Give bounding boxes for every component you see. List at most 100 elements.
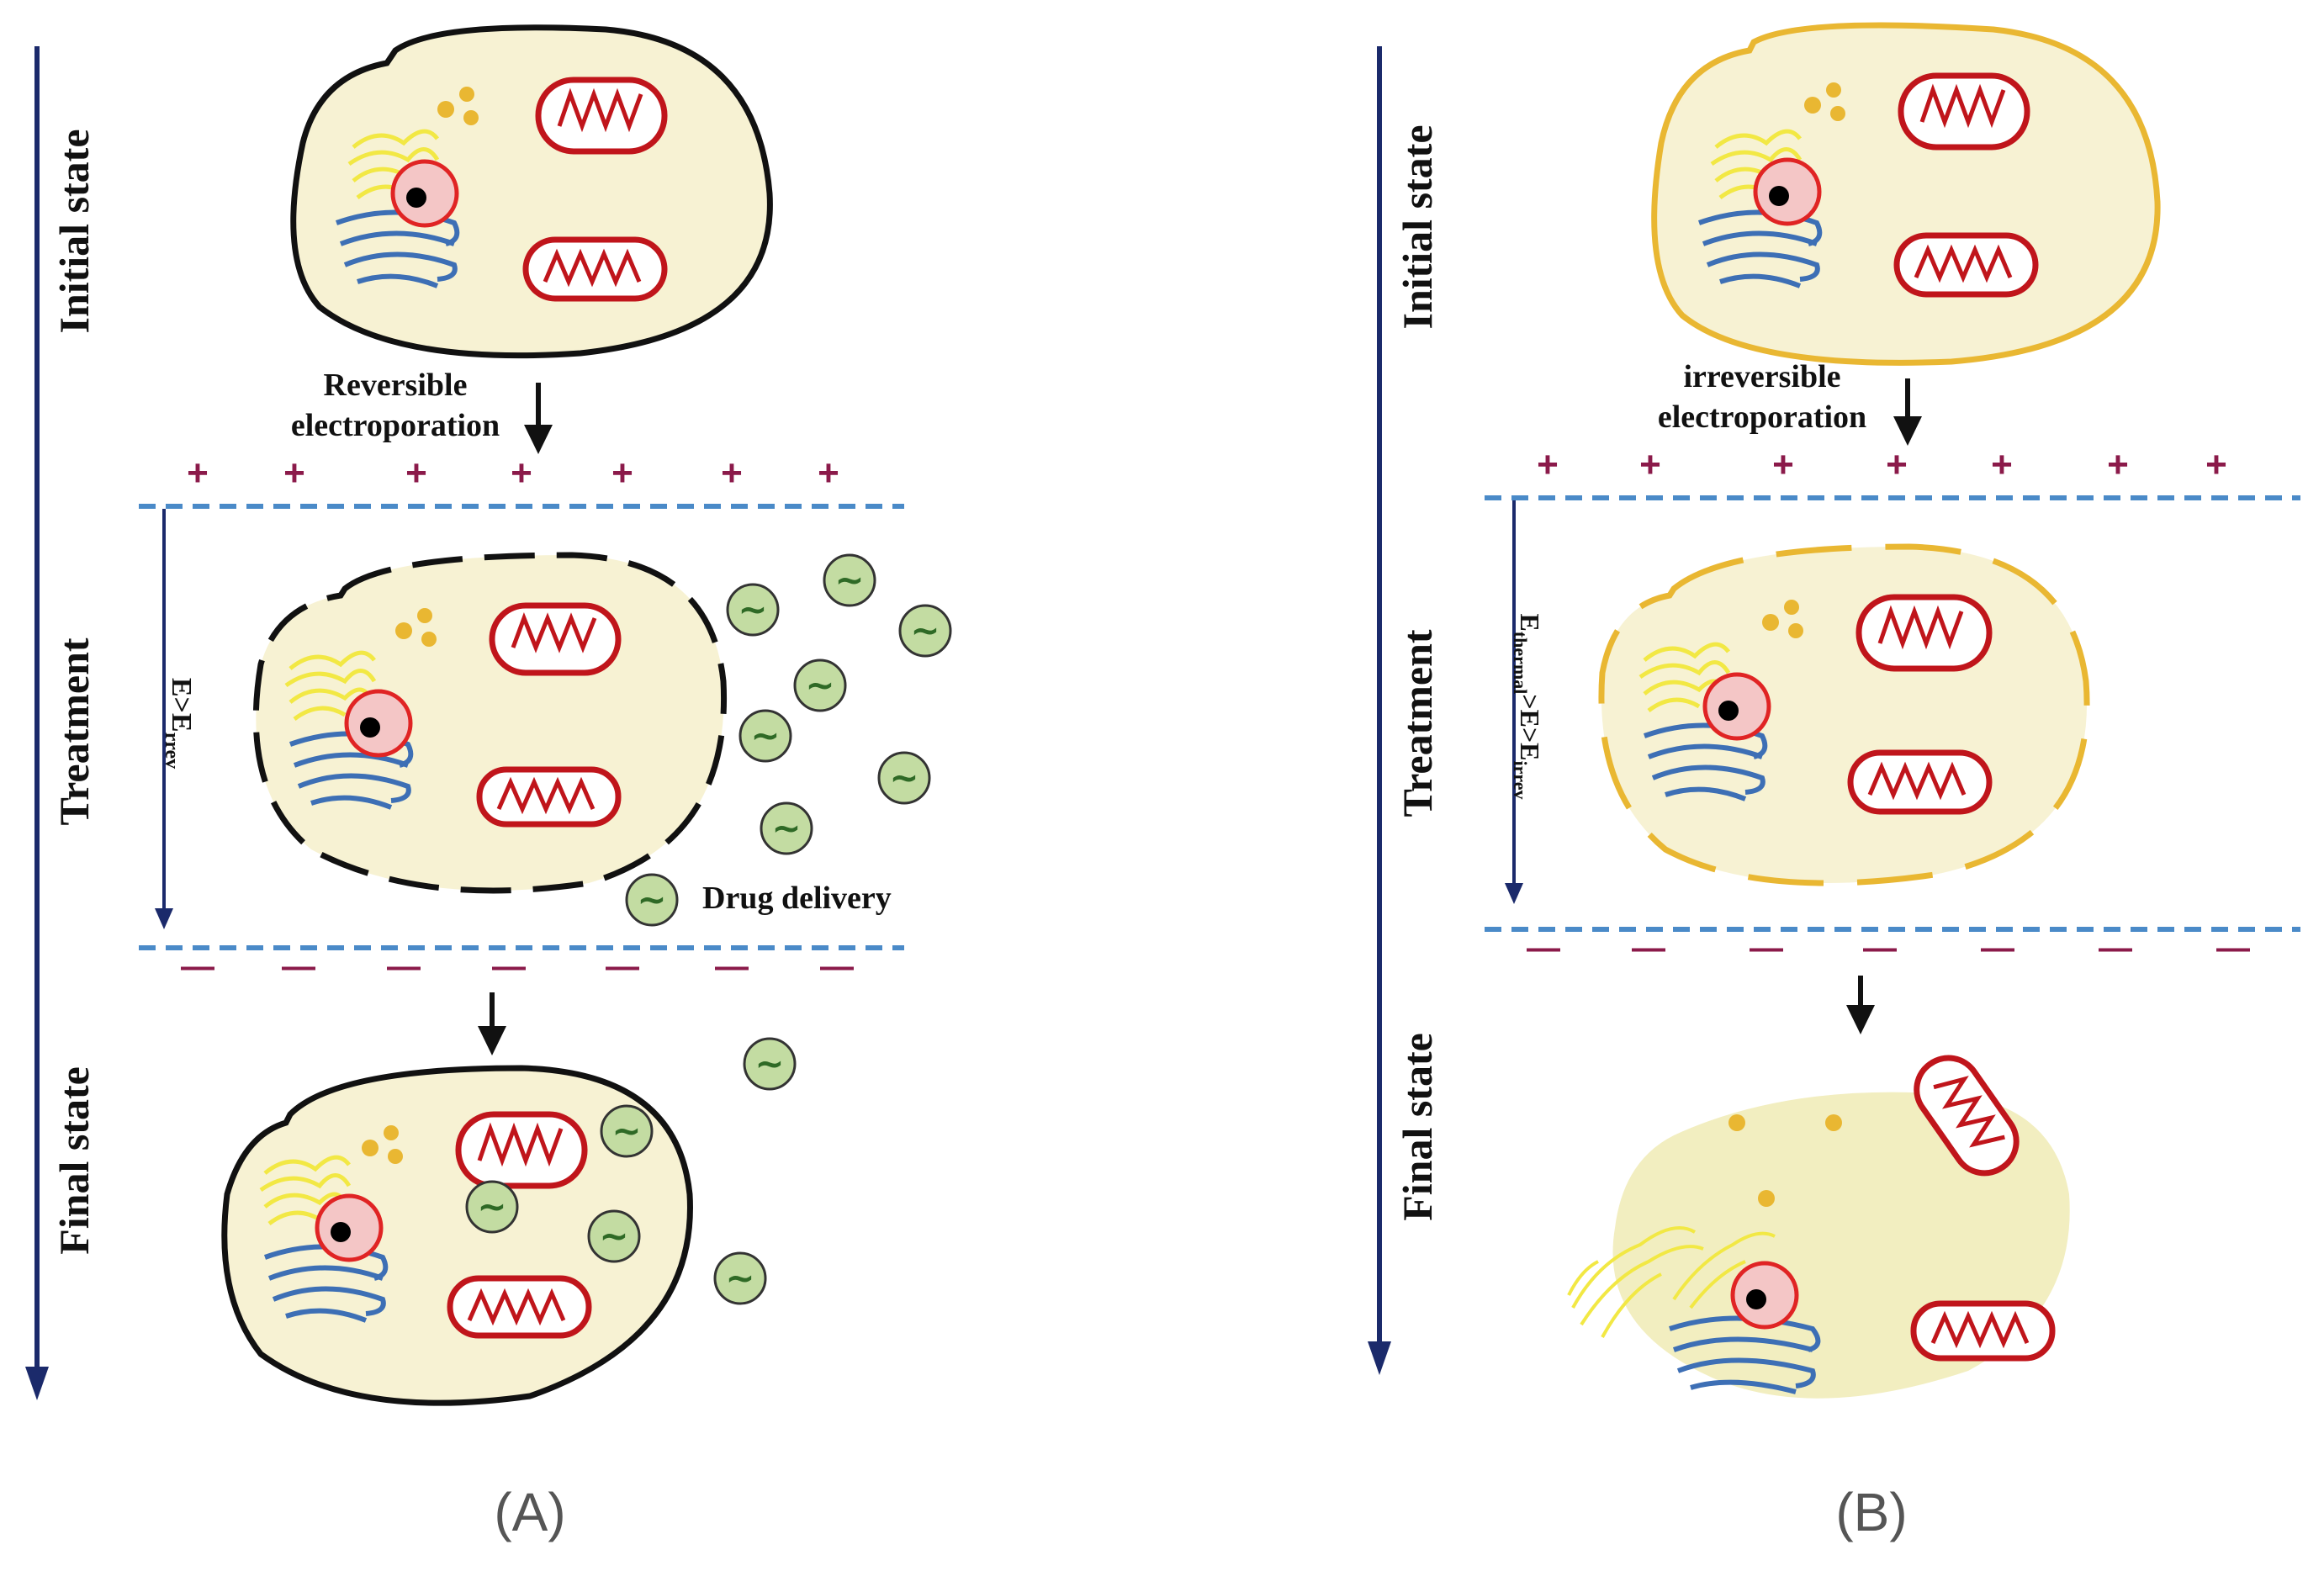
svg-text:~: ~ (599, 1215, 628, 1256)
svg-text:~: ~ (910, 610, 940, 651)
drug-molecule: ~ (625, 873, 679, 927)
vesicles (437, 87, 479, 125)
mitochondrion (1893, 232, 2039, 298)
drug-molecule: ~ (713, 1251, 767, 1305)
positive-charge: + (1537, 444, 1559, 485)
vesicles (1762, 600, 1803, 638)
mitochondrion (1910, 1300, 2056, 1362)
vesicles (362, 1125, 403, 1164)
negative-charges-b: ——————— (1527, 929, 2250, 966)
svg-text:~: ~ (738, 589, 767, 630)
positive-charge: + (2107, 444, 2129, 485)
timeline-b (1368, 46, 1391, 1375)
stage-label-final-b: Final state (1394, 1033, 1441, 1221)
nucleus (390, 159, 459, 228)
field-label-a: E>Errev (161, 678, 197, 769)
panel-label-a: (A) (494, 1482, 565, 1542)
cell-treatment-b (1598, 543, 2090, 886)
positive-charges-b: + + + + + + + (1537, 444, 2227, 485)
drug-molecule: ~ (587, 1209, 641, 1263)
panel-b: Initial state Treatment Final state (1368, 22, 2300, 1542)
svg-text:~: ~ (637, 879, 666, 920)
positive-charge: + (1772, 444, 1794, 485)
positive-charge: + (818, 452, 839, 494)
mitochondrion (535, 77, 668, 155)
drug-delivery-label: Drug delivery (702, 881, 892, 916)
process-label-line1-a: Reversible (324, 368, 468, 403)
stage-label-initial-b: Initial state (1394, 124, 1441, 329)
drug-molecule: ~ (726, 583, 780, 637)
svg-text:~: ~ (805, 664, 834, 706)
drug-molecule: ~ (738, 709, 792, 763)
panel-label-b: (B) (1835, 1482, 1907, 1542)
mitochondrion (447, 1275, 592, 1339)
cell-membrane-porated (1598, 543, 2090, 886)
timeline-a (25, 46, 49, 1400)
positive-charge: + (611, 452, 633, 494)
mitochondrion (455, 1111, 588, 1189)
drug-molecule: ~ (760, 801, 813, 855)
process-arrow-b (1893, 378, 1922, 446)
negative-charge: — (1750, 929, 1783, 966)
negative-charge: — (282, 948, 315, 985)
final-arrow-b (1846, 976, 1875, 1034)
nucleus (1753, 157, 1822, 226)
svg-text:~: ~ (611, 1110, 641, 1151)
negative-charge: — (1632, 929, 1665, 966)
cell-treatment-a (252, 552, 728, 894)
negative-charge: — (181, 948, 214, 985)
golgi-apparatus (1697, 209, 1823, 288)
process-arrow-a (524, 383, 553, 454)
nucleus (315, 1193, 384, 1262)
negative-charge: — (387, 948, 421, 985)
drug-molecule: ~ (823, 553, 876, 607)
drug-molecule: ~ (600, 1104, 654, 1158)
svg-text:~: ~ (477, 1186, 506, 1227)
negative-charge: — (1863, 929, 1897, 966)
nucleus (1702, 672, 1771, 741)
process-label-line2-b: electroporation (1658, 399, 1866, 435)
endoplasmic-reticulum (284, 650, 377, 722)
cell-membrane (1651, 22, 2161, 366)
mitochondrion (1847, 749, 1993, 815)
svg-text:~: ~ (725, 1257, 754, 1299)
svg-text:~: ~ (754, 1043, 784, 1084)
positive-charge: + (1639, 444, 1661, 485)
positive-charge: + (2205, 444, 2227, 485)
svg-text:~: ~ (834, 559, 864, 600)
drug-molecule: ~ (743, 1037, 797, 1091)
cell-final-a (221, 1065, 693, 1406)
endoplasmic-reticulum-fragmented (1567, 1226, 1776, 1338)
mitochondrion (1914, 1055, 2020, 1177)
mitochondrion (476, 766, 622, 828)
panel-a: Initial state Treatment Final state (25, 24, 952, 1542)
positive-charge: + (283, 452, 305, 494)
drug-molecules-treatment-a: ~ ~ ~ ~ ~ ~ ~ ~ (625, 553, 952, 927)
negative-charge: — (2216, 929, 2250, 966)
vesicles (1804, 82, 1845, 121)
positive-charge: + (511, 452, 532, 494)
stage-label-initial-a: Initial state (50, 129, 98, 333)
drug-molecule: ~ (793, 659, 847, 712)
process-label-line2-a: electroporation (291, 408, 500, 443)
drug-molecule: ~ (877, 751, 931, 805)
svg-text:~: ~ (889, 757, 918, 798)
final-arrow-a (478, 992, 506, 1055)
negative-charge: — (606, 948, 639, 985)
positive-charge: + (1886, 444, 1908, 485)
vesicles (395, 608, 437, 647)
positive-charge: + (405, 452, 427, 494)
negative-charge: — (820, 948, 854, 985)
positive-charges-a: +++++++ (187, 452, 839, 494)
field-label-b: Ethermal>E>Eirrev (1510, 613, 1545, 799)
stage-label-final-a: Final state (50, 1066, 98, 1255)
positive-charge: + (1991, 444, 2013, 485)
vesicles (1728, 1114, 1842, 1207)
mitochondrion (489, 602, 622, 676)
cell-initial-a (290, 24, 773, 359)
negative-charge: — (1981, 929, 2014, 966)
nucleus (344, 689, 413, 758)
svg-text:~: ~ (750, 715, 780, 756)
svg-text:~: ~ (771, 807, 801, 849)
